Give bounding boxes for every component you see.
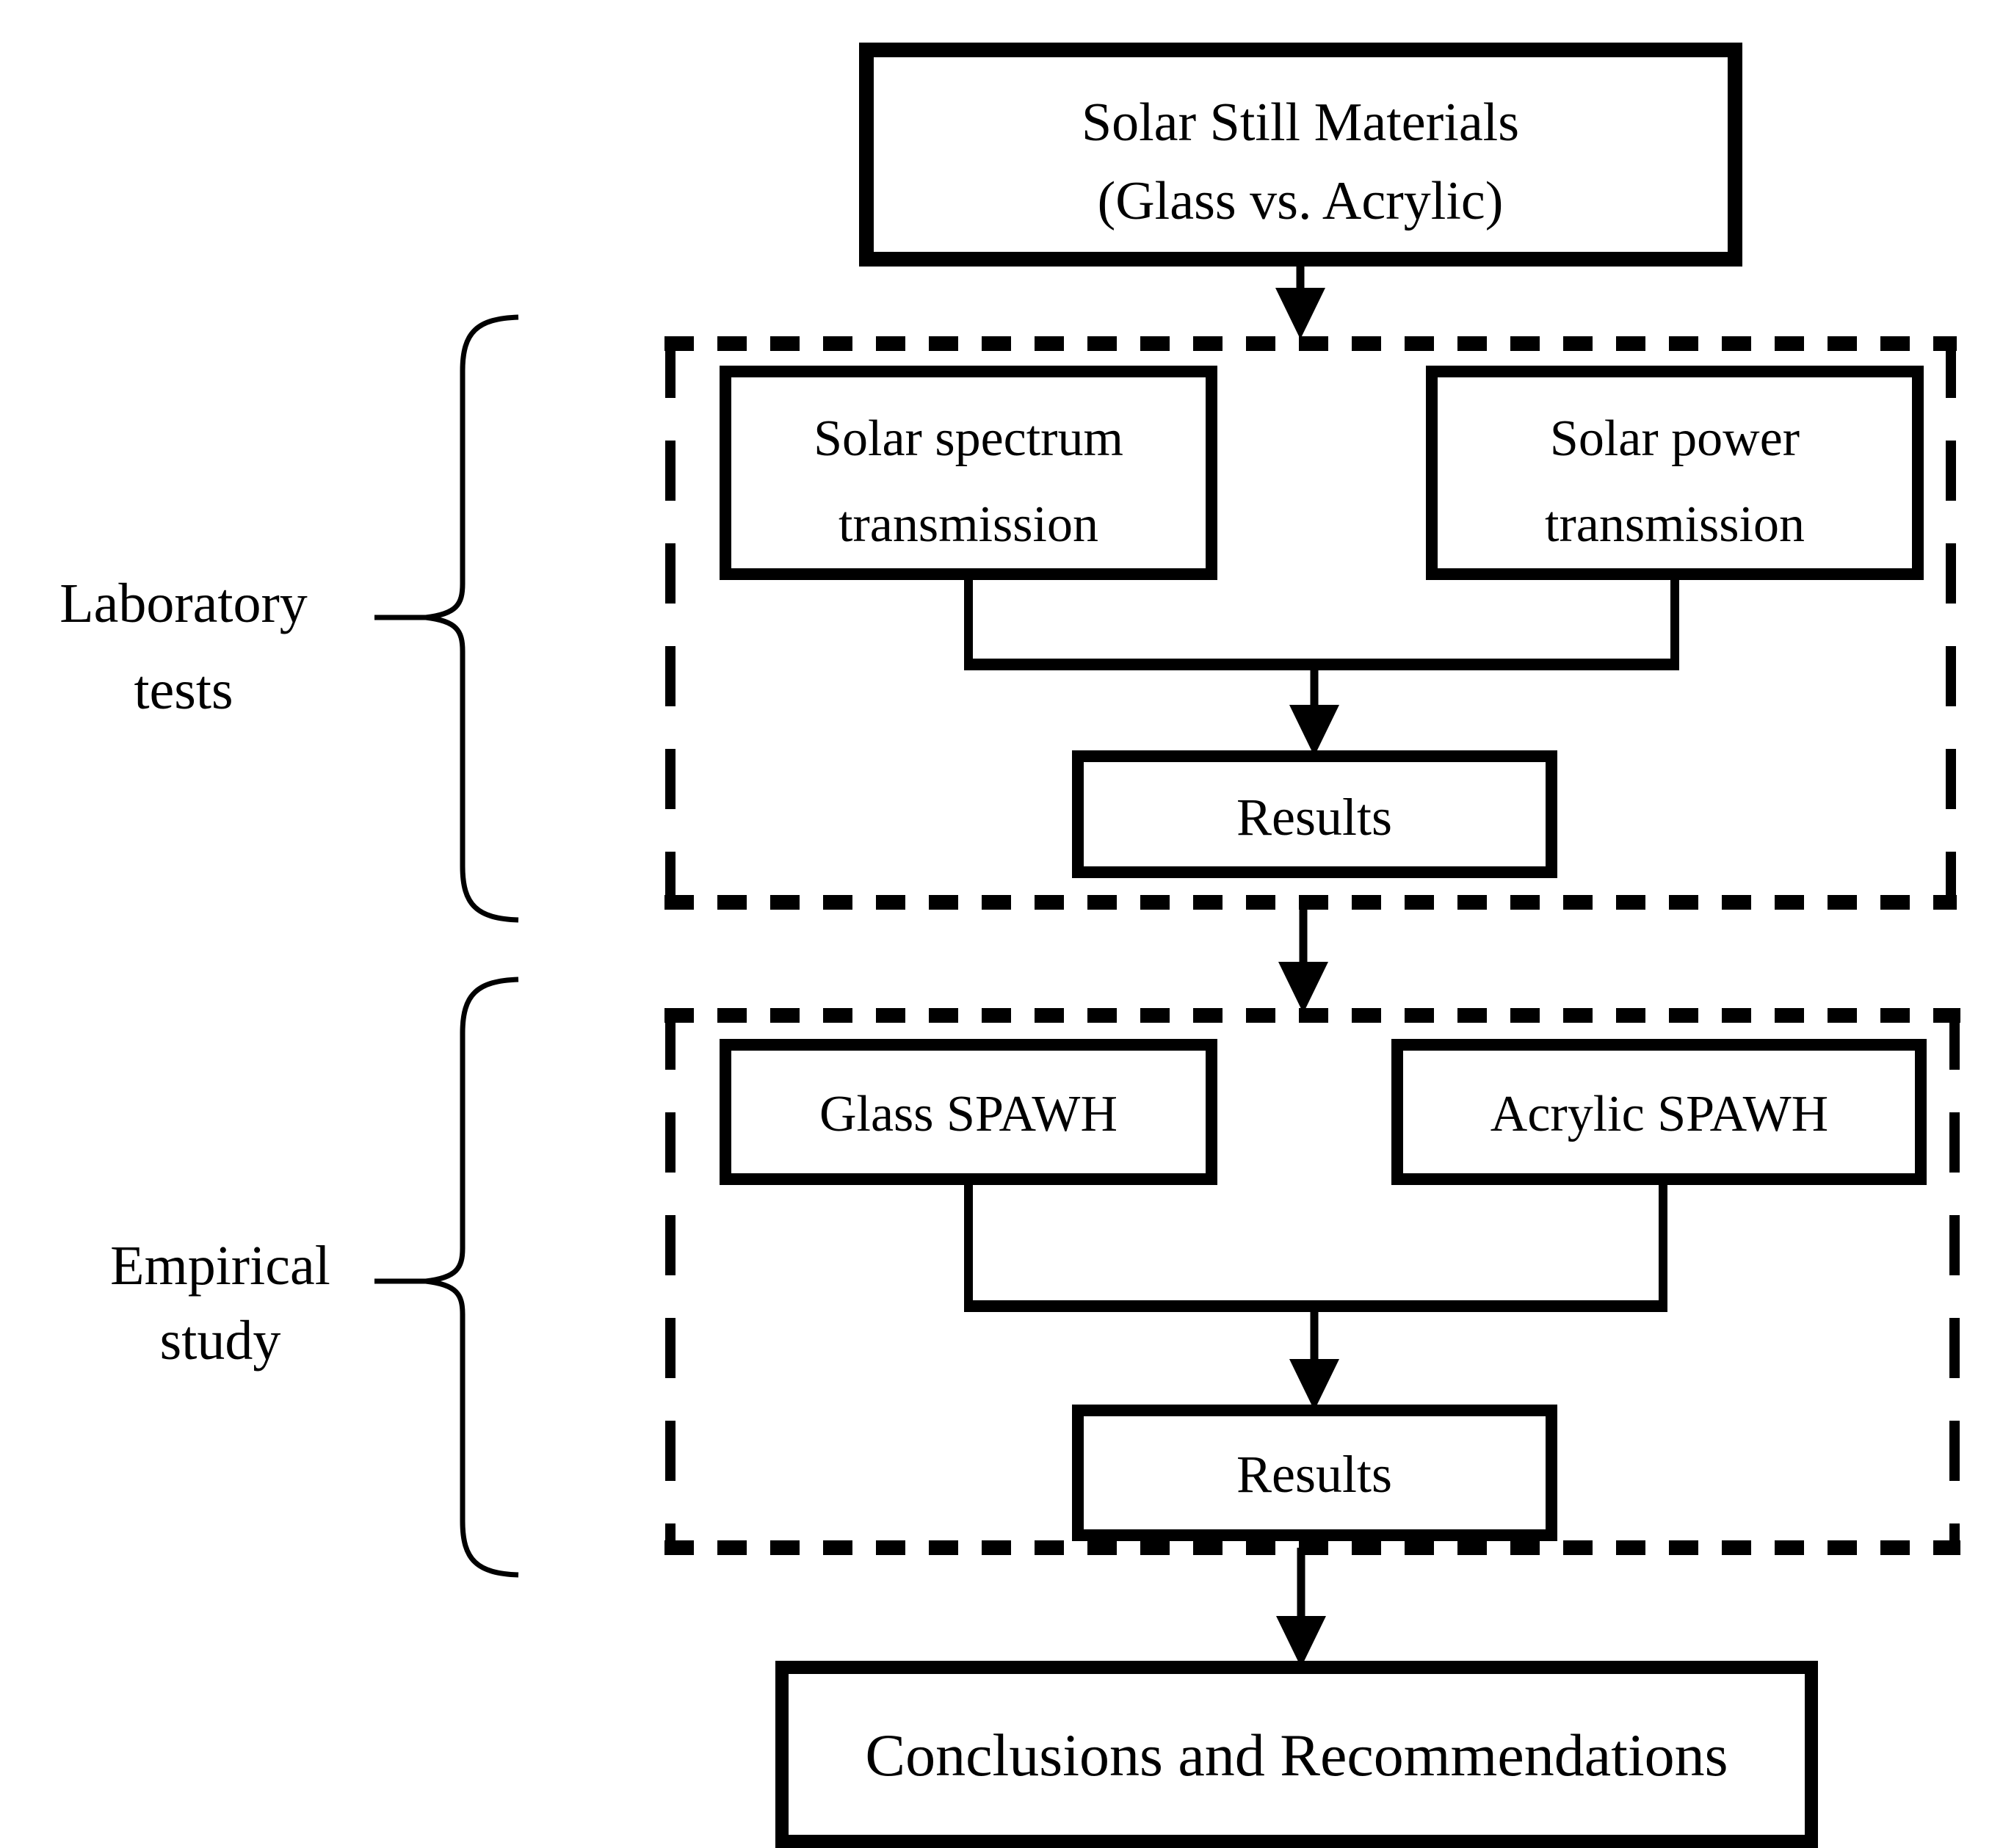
empirical-results-node: Results — [1072, 1405, 1557, 1541]
arrow-empirical-to-conclusions — [1276, 1548, 1326, 1667]
title-line2: (Glass vs. Acrylic) — [1098, 171, 1504, 231]
empirical-label-line1: Empirical — [110, 1235, 330, 1297]
acrylic-spawh-label: Acrylic SPAWH — [1491, 1086, 1828, 1142]
arrow-down-icon — [1289, 1359, 1339, 1410]
solar-power-line2: transmission — [1545, 496, 1805, 553]
arrow-laboratory-to-empirical — [1278, 902, 1328, 1013]
title-box — [859, 43, 1742, 267]
laboratory-label-line1: Laboratory — [59, 573, 308, 634]
arrow-down-icon — [1276, 1616, 1326, 1667]
empirical-section-label: Empirical study — [110, 976, 519, 1578]
arrow-merge-to-empirical-results — [1289, 1302, 1339, 1410]
glass-spawh-box — [720, 1039, 1217, 1185]
empirical-merge-connector — [964, 1179, 1667, 1312]
solar-power-box — [1426, 366, 1924, 580]
laboratory-brace — [425, 314, 519, 923]
conclusions-label: Conclusions and Recommendations — [865, 1722, 1728, 1789]
laboratory-results-box — [1072, 750, 1557, 878]
title-line1: Solar Still Materials — [1082, 93, 1519, 153]
solar-spectrum-node: Solar spectrum transmission — [720, 366, 1217, 580]
empirical-results-label: Results — [1236, 1445, 1392, 1504]
laboratory-merge-connector — [964, 574, 1679, 670]
arrow-down-icon — [1278, 962, 1328, 1013]
laboratory-label-line2: tests — [134, 659, 233, 721]
laboratory-results-node: Results — [1072, 750, 1557, 878]
solar-power-line1: Solar power — [1550, 410, 1800, 467]
glass-spawh-label: Glass SPAWH — [819, 1086, 1118, 1142]
solar-spectrum-line1: Solar spectrum — [814, 410, 1123, 467]
solar-spectrum-line2: transmission — [838, 496, 1098, 553]
laboratory-results-label: Results — [1236, 788, 1392, 847]
arrow-merge-to-laboratory-results — [1289, 660, 1339, 756]
laboratory-section-label: Laboratory tests — [59, 314, 519, 923]
conclusions-node: Conclusions and Recommendations — [775, 1661, 1818, 1848]
arrow-down-icon — [1289, 705, 1339, 756]
arrow-down-icon — [1275, 288, 1325, 339]
acrylic-spawh-box — [1391, 1039, 1927, 1185]
laboratory-dashed-container — [664, 336, 1957, 910]
empirical-brace — [425, 976, 519, 1578]
empirical-dashed-container — [664, 1008, 1960, 1555]
arrow-title-to-laboratory — [1275, 259, 1325, 339]
solar-power-node: Solar power transmission — [1426, 366, 1924, 580]
empirical-results-box — [1072, 1405, 1557, 1541]
conclusions-box — [775, 1661, 1818, 1848]
acrylic-spawh-node: Acrylic SPAWH — [1391, 1039, 1927, 1185]
title-node: Solar Still Materials (Glass vs. Acrylic… — [859, 43, 1742, 267]
glass-spawh-node: Glass SPAWH — [720, 1039, 1217, 1185]
empirical-label-line2: study — [160, 1310, 281, 1371]
solar-spectrum-box — [720, 366, 1217, 580]
